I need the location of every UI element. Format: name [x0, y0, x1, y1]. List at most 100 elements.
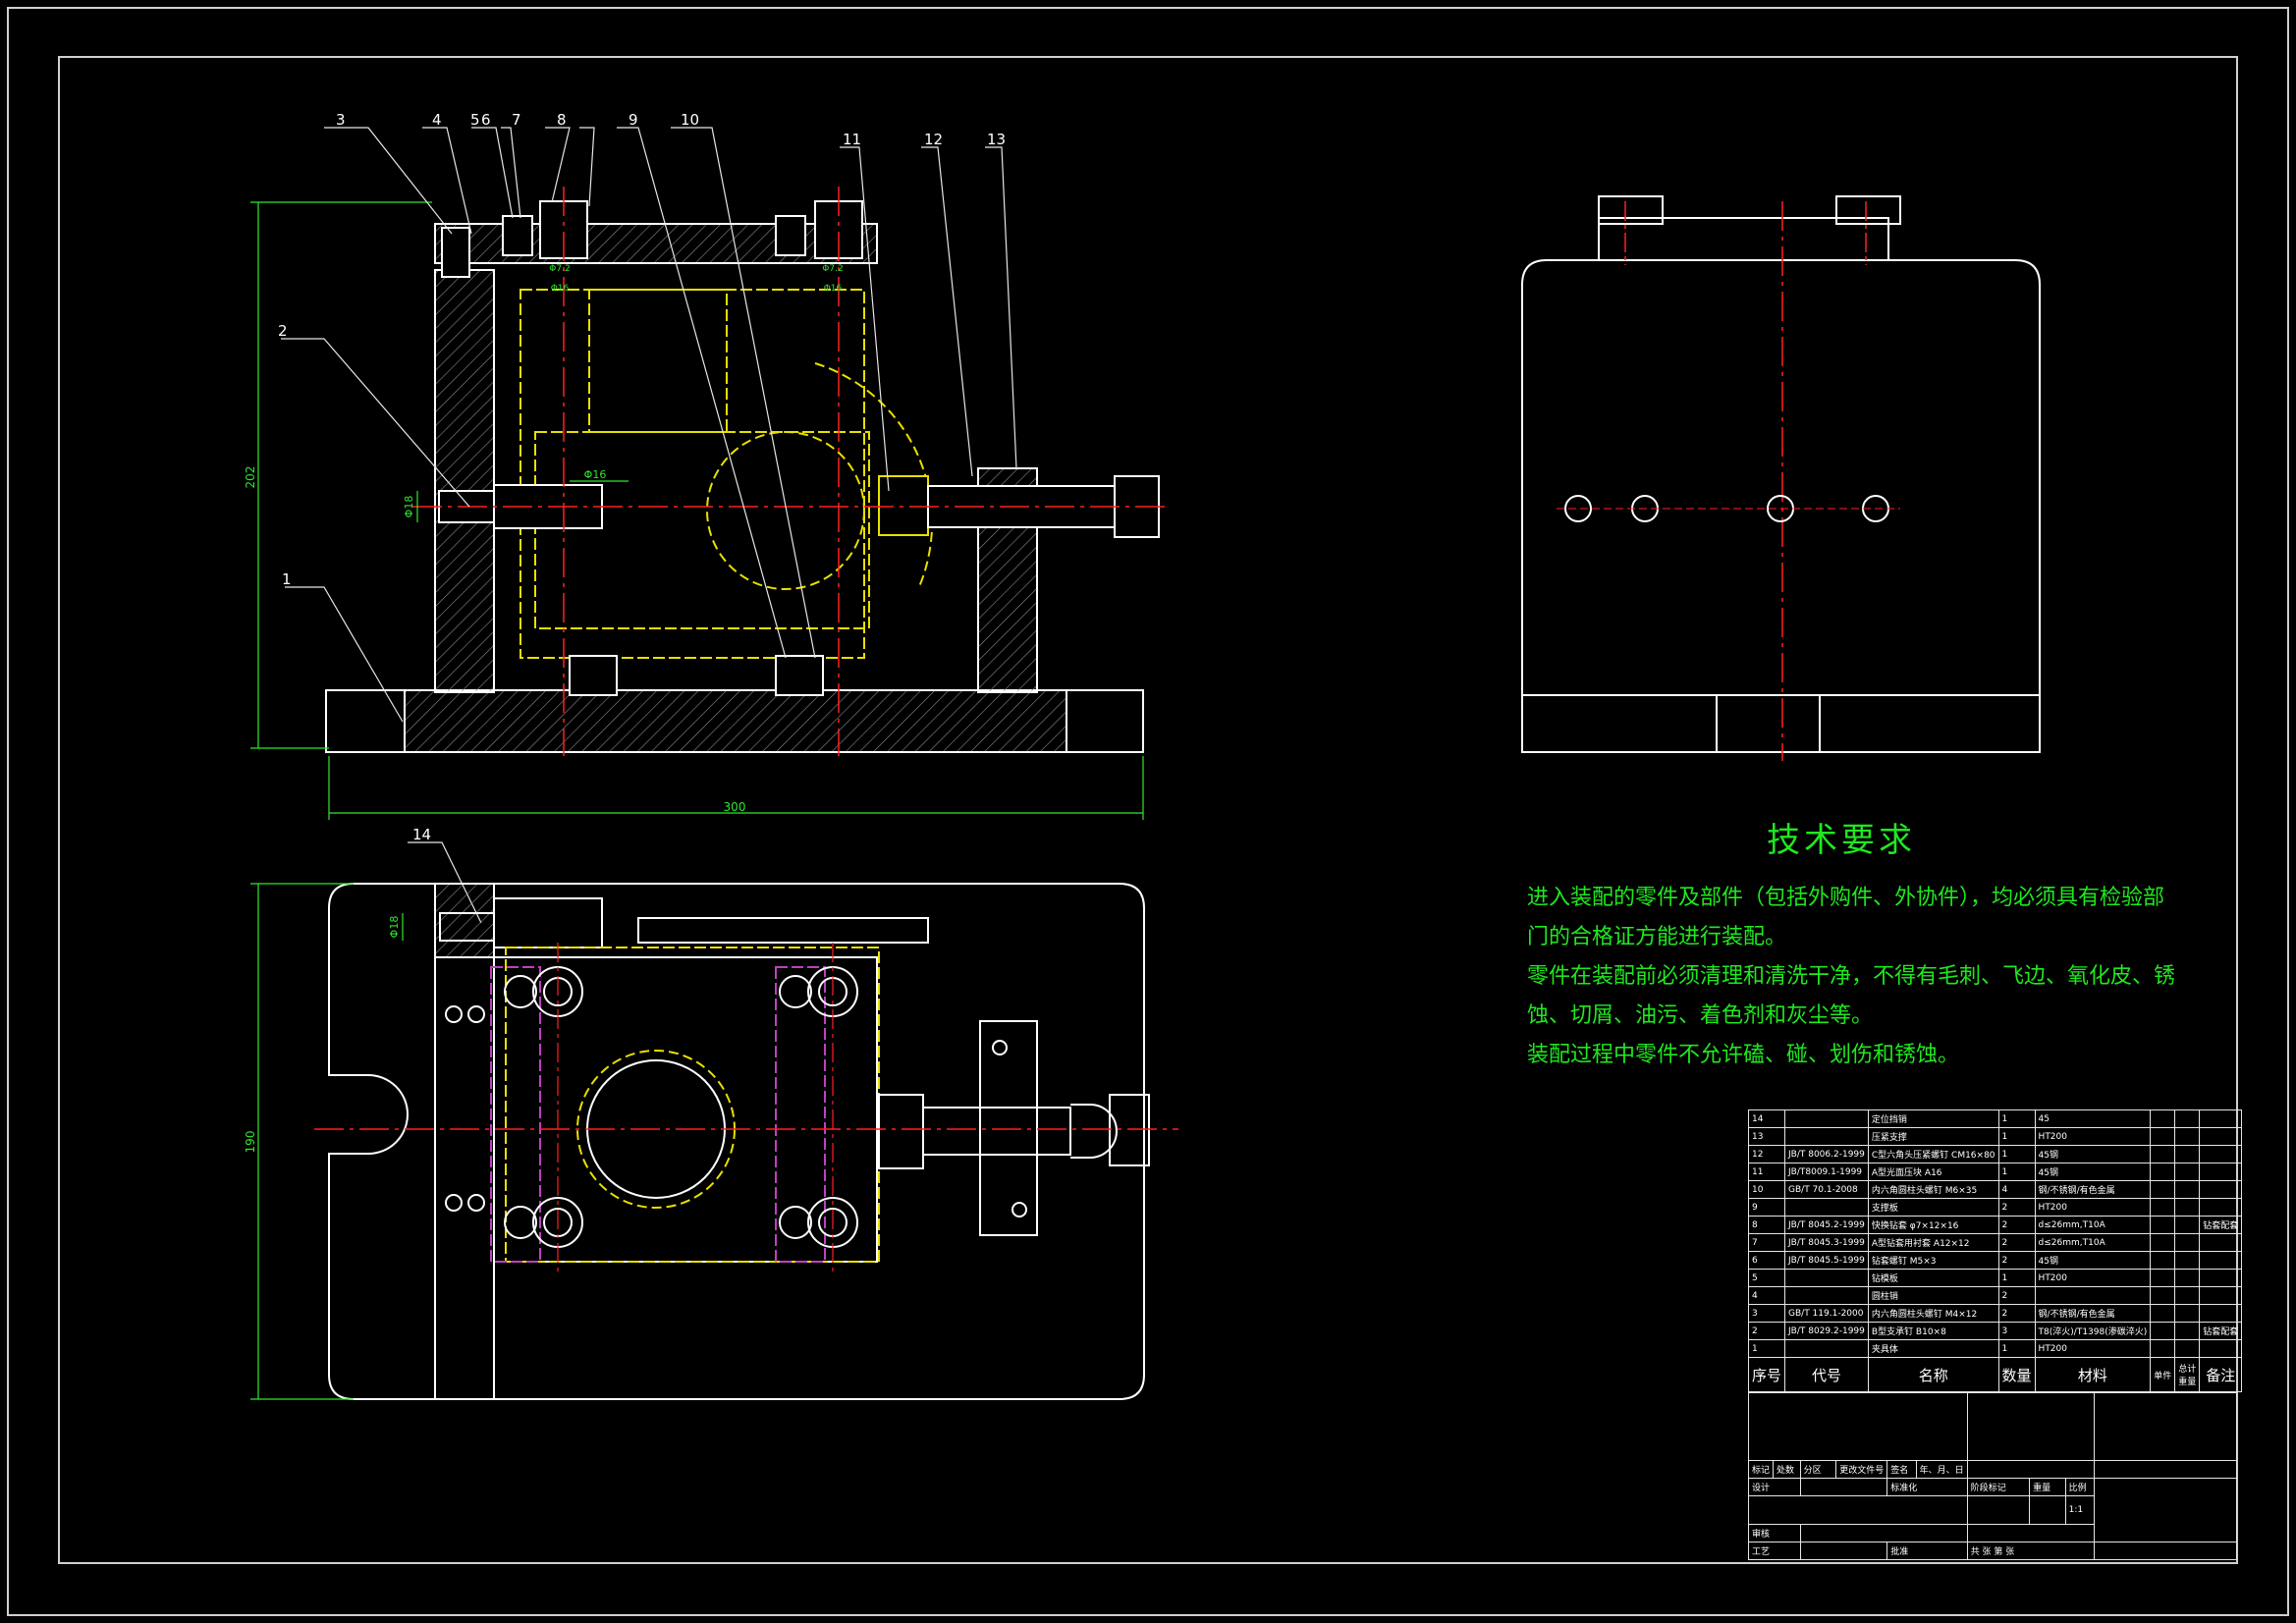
bom-cell-name: 夹具体 — [1867, 1339, 1999, 1358]
bom-header-name: 名称 — [1867, 1357, 1999, 1392]
bom-cell-unit — [2150, 1251, 2176, 1270]
bom-cell-no: 8 — [1747, 1216, 1786, 1234]
bom-cell-name: B型支承钉 B10×8 — [1867, 1322, 1999, 1340]
bom-cell-material — [2034, 1286, 2152, 1305]
bom-cell-unit — [2150, 1269, 2176, 1287]
bom-cell-material: 45钢 — [2034, 1145, 2152, 1163]
balloon-12: 12 — [924, 131, 943, 148]
bom-cell-unit — [2150, 1339, 2176, 1358]
bom-cell-qty: 2 — [1997, 1251, 2036, 1270]
bom-cell-note — [2199, 1163, 2243, 1181]
balloon-9: 9 — [629, 111, 638, 129]
bom-cell-name: 支撑板 — [1867, 1198, 1999, 1217]
bom-cell-total — [2174, 1216, 2201, 1234]
bom-cell-material: 45钢 — [2034, 1251, 2152, 1270]
bom-cell-qty: 1 — [1997, 1163, 2036, 1181]
bom-cell-code: JB/T 8045.2-1999 — [1784, 1216, 1869, 1234]
bom-cell-name: 快换钻套 φ7×12×16 — [1867, 1216, 1999, 1234]
bom-cell-unit — [2150, 1304, 2176, 1323]
bom-cell-material: 45钢 — [2034, 1163, 2152, 1181]
tb-label: 更改文件号 — [1835, 1460, 1888, 1479]
bom-cell-qty: 1 — [1997, 1109, 2036, 1128]
bom-cell-no: 4 — [1747, 1286, 1786, 1305]
title-block-table: 标记 处数 分区 更改文件号 签名 年、月、日 设计 标准化 阶段标记 重量 比… — [1747, 1392, 2237, 1560]
bom-cell-code: JB/T8009.1-1999 — [1784, 1163, 1869, 1181]
bom-header-total-text: 总计 — [2178, 1365, 2197, 1375]
bom-cell-code — [1784, 1286, 1869, 1305]
bom-cell-qty: 4 — [1997, 1180, 2036, 1199]
bom-cell-name: 圆柱销 — [1867, 1286, 1999, 1305]
bom-header-total: 总计重量 — [2174, 1357, 2201, 1392]
bom-cell-total — [2174, 1180, 2201, 1199]
bom-cell-unit — [2150, 1180, 2176, 1199]
bom-cell-qty: 2 — [1997, 1216, 2036, 1234]
tb-check: 审核 — [1748, 1524, 1801, 1542]
bom-cell-code: JB/T 8045.3-1999 — [1784, 1233, 1869, 1252]
bom-cell-qty: 2 — [1997, 1198, 2036, 1217]
bom-cell-total — [2174, 1269, 2201, 1287]
bom-cell-note — [2199, 1198, 2243, 1217]
balloon-4: 4 — [432, 111, 442, 129]
bom-header-unit-text: 单件 — [2154, 1371, 2172, 1381]
dim-bush1: Φ7.2 — [549, 264, 570, 274]
tech-requirements-title: 技术要求 — [1767, 821, 1916, 860]
tb-approve: 批准 — [1886, 1542, 1968, 1560]
bom-cell-no: 11 — [1747, 1163, 1786, 1181]
bom-cell-code: JB/T 8045.5-1999 — [1784, 1251, 1869, 1270]
bom-header-note: 备注 — [2199, 1357, 2243, 1392]
balloon-8: 8 — [557, 111, 567, 129]
bom-cell-code — [1784, 1109, 1869, 1128]
bom-cell-no: 1 — [1747, 1339, 1786, 1358]
bom-cell-total — [2174, 1304, 2201, 1323]
bom-cell-name: C型六角头压紧螺钉 CM16×80 — [1867, 1145, 1999, 1163]
tech-line: 零件在装配前必须清理和清洗干净，不得有毛刺、飞边、氧化皮、锈 — [1527, 964, 2176, 989]
bom-cell-unit — [2150, 1145, 2176, 1163]
bom-cell-note — [2199, 1233, 2243, 1252]
bom-cell-qty: 1 — [1997, 1269, 2036, 1287]
tb-sheets: 共 张 第 张 — [1966, 1542, 2096, 1560]
bom-cell-note — [2199, 1269, 2243, 1287]
balloon-2: 2 — [278, 322, 288, 340]
bom-cell-no: 7 — [1747, 1233, 1786, 1252]
bom-cell-note — [2199, 1145, 2243, 1163]
bom-cell-unit — [2150, 1322, 2176, 1340]
bom-cell-unit — [2150, 1233, 2176, 1252]
tb-stage: 阶段标记 — [1966, 1478, 2031, 1496]
dim-bush2: Φ7.2 — [822, 264, 843, 274]
bom-cell-qty: 3 — [1997, 1322, 2036, 1340]
outer-border — [7, 7, 2289, 1616]
dim-front-mid-dia: Φ16 — [584, 468, 607, 481]
bom-header-weight-text: 重量 — [2178, 1378, 2197, 1387]
bom-cell-total — [2174, 1286, 2201, 1305]
bom-cell-material: 钢/不锈钢/有色金属 — [2034, 1180, 2152, 1199]
bom-cell-no: 2 — [1747, 1322, 1786, 1340]
bom-cell-unit — [2150, 1198, 2176, 1217]
bom-cell-code: GB/T 119.1-2000 — [1784, 1304, 1869, 1323]
bom-cell-no: 3 — [1747, 1304, 1786, 1323]
dim-top-left-dia: Φ18 — [388, 916, 401, 939]
tb-scale: 比例 — [2064, 1478, 2096, 1496]
bom-cell-no: 5 — [1747, 1269, 1786, 1287]
bom-cell-note — [2199, 1127, 2243, 1146]
bom-cell-note — [2199, 1286, 2243, 1305]
bom-cell-note — [2199, 1180, 2243, 1199]
balloon-1: 1 — [282, 570, 292, 588]
dim-front-width: 300 — [724, 800, 746, 814]
bom-cell-material: d≤26mm,T10A — [2034, 1233, 2152, 1252]
dim-front-left-dia: Φ18 — [403, 496, 415, 518]
front-view — [250, 187, 1169, 820]
bom-cell-no: 9 — [1747, 1198, 1786, 1217]
bom-cell-name: 定位挡销 — [1867, 1109, 1999, 1128]
tb-label: 标记 — [1747, 1460, 1775, 1479]
bom-cell-note — [2199, 1339, 2243, 1358]
bom-cell-material: HT200 — [2034, 1127, 2152, 1146]
bom-cell-total — [2174, 1233, 2201, 1252]
